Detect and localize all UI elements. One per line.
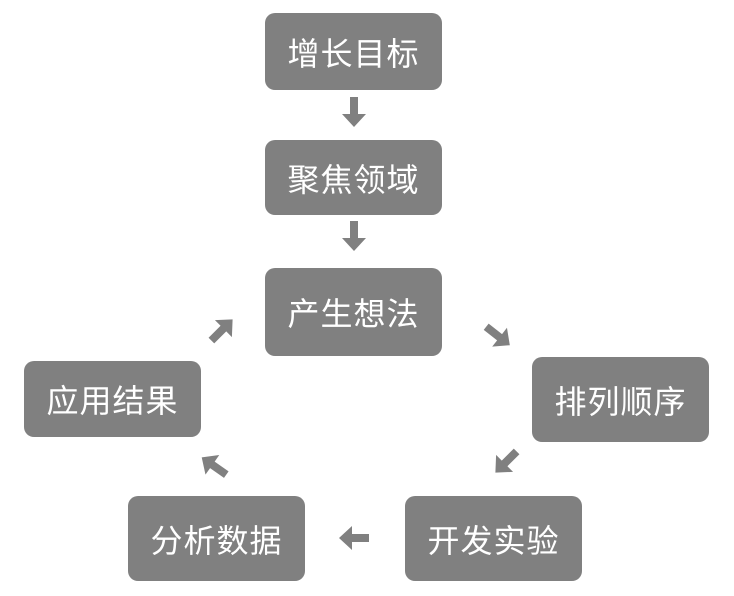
node-analyze-data-label: 分析数据 <box>150 521 283 560</box>
arrow-icon <box>201 455 229 478</box>
node-run-experiment: 开发实验 <box>405 496 582 581</box>
arrow-icon <box>339 526 369 550</box>
node-apply-results-label: 应用结果 <box>46 382 179 420</box>
node-generate-ideas: 产生想法 <box>265 268 442 356</box>
node-focus-area-label: 聚焦领域 <box>287 160 420 199</box>
arrow-icon <box>342 221 366 251</box>
arrow-icon <box>342 97 366 127</box>
node-generate-ideas-label: 产生想法 <box>287 295 420 333</box>
node-apply-results: 应用结果 <box>24 361 201 437</box>
arrow-icon <box>483 323 510 347</box>
arrow-icon <box>495 448 520 473</box>
node-growth-goal: 增长目标 <box>265 13 442 90</box>
node-run-experiment-label: 开发实验 <box>427 521 560 560</box>
node-analyze-data: 分析数据 <box>128 496 305 581</box>
arrow-icon <box>208 319 233 344</box>
node-growth-goal-label: 增长目标 <box>287 34 420 73</box>
node-prioritize-label: 排列顺序 <box>554 382 687 421</box>
node-prioritize: 排列顺序 <box>532 357 709 442</box>
node-focus-area: 聚焦领域 <box>265 140 442 215</box>
